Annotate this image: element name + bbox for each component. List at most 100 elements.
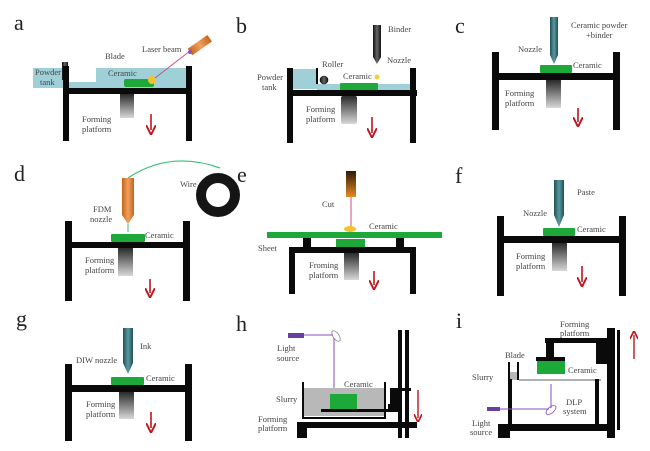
cut-spot-icon — [344, 226, 356, 232]
panel-f: f Paste Nozzle Ceramic Forming platform — [455, 163, 626, 296]
arm-bracket — [596, 338, 610, 364]
panel-label: e — [237, 162, 247, 187]
frame-left — [492, 52, 499, 130]
ceramic-part — [540, 65, 572, 73]
forming-platform-piston — [546, 80, 561, 108]
label-diw-nozzle: DIW nozzle — [76, 355, 117, 365]
label-fdm-nozzle: FDM — [93, 204, 112, 214]
frame-bar — [502, 236, 624, 243]
label-powder-tank-2: tank — [262, 82, 277, 92]
label-light-source-2: source — [277, 353, 299, 363]
panel-label: d — [14, 161, 25, 186]
base-foot-left — [498, 424, 510, 438]
label-wire: Wire — [180, 179, 197, 189]
binder-nozzle-icon — [373, 25, 381, 64]
label-nozzle: Nozzle — [387, 55, 411, 65]
laser-spot-icon — [148, 76, 156, 84]
label-ceramic: Ceramic — [568, 365, 597, 375]
label-forming-platform: Forming — [85, 255, 115, 265]
diw-nozzle-icon — [123, 328, 133, 374]
laser-icon — [187, 34, 212, 56]
laser-cutter-icon — [346, 171, 356, 197]
label-forming-platform-2: platform — [516, 261, 546, 271]
slurry-reservoir — [510, 372, 518, 380]
panel-label: c — [455, 13, 465, 38]
label-dlp-system: DLP — [566, 397, 582, 407]
label-light-source: Light — [277, 343, 296, 353]
ceramic-part — [111, 377, 144, 385]
frame-right — [613, 52, 620, 130]
label-ceramic-powder-binder: Ceramic powder — [571, 20, 628, 30]
build-platform-arm — [321, 409, 396, 412]
base-foot-left — [297, 422, 307, 438]
label-ceramic: Ceramic — [369, 221, 398, 231]
rail-left — [398, 330, 402, 438]
label-forming-platform-2: platform — [560, 328, 590, 338]
forming-platform-piston — [120, 94, 134, 118]
laser-beam — [154, 50, 191, 79]
sheet-support-right — [396, 238, 404, 248]
panel-label: h — [236, 311, 247, 336]
label-forming-platform-2: platform — [258, 423, 288, 433]
label-paste: Paste — [577, 187, 595, 197]
frame-right — [183, 221, 190, 301]
label-ink: Ink — [140, 341, 152, 351]
sheet-support-left — [303, 238, 311, 248]
panel-b: b Binder Nozzle Roller Powder tank Ceram… — [236, 13, 417, 143]
label-nozzle: Nozzle — [523, 208, 547, 218]
frame-left — [289, 247, 295, 294]
frame-right — [410, 68, 416, 143]
platform-arm — [545, 338, 607, 343]
vat-wall-right — [595, 379, 599, 429]
label-powder-tank: Powder — [257, 72, 283, 82]
ceramic-part — [537, 361, 565, 374]
dlp-mirror-icon — [545, 405, 557, 415]
panel-c: c Ceramic powder +binder Nozzle Ceramic … — [455, 13, 628, 130]
mirror-icon — [331, 330, 341, 342]
light-source-icon — [288, 333, 304, 338]
panel-d: d Wire FDM nozzle Ceramic Forming platfo… — [14, 160, 240, 301]
panel-a: a Blade Laser beam Powder tank Ceramic F… — [14, 10, 212, 141]
frame-left — [497, 216, 504, 296]
label-sheet: Sheet — [258, 243, 278, 253]
vat-wall-right — [384, 382, 386, 418]
frame-right — [186, 66, 192, 141]
vat-wall-left — [508, 379, 512, 429]
platform-stem — [546, 338, 554, 360]
rail-right — [405, 330, 409, 438]
label-forming-platform-2: platform — [85, 265, 115, 275]
label-binder: Binder — [388, 24, 411, 34]
ceramic-part — [543, 228, 575, 236]
label-ceramic: Ceramic — [577, 224, 606, 234]
nozzle-icon — [550, 17, 558, 64]
roller-icon — [319, 75, 329, 85]
rail-cross — [396, 388, 411, 391]
label-forming-platform: Forming — [258, 414, 288, 424]
frame-bar — [287, 90, 417, 96]
panel-e: e Cut Ceramic Sheet Froming platform — [237, 162, 442, 294]
panel-g: g Ink DIW nozzle Ceramic Forming platfor… — [16, 306, 192, 441]
wire-filament — [127, 160, 221, 179]
label-laser-beam: Laser beam — [142, 44, 182, 54]
binder-droplet — [374, 74, 380, 80]
label-slurry: Slurry — [276, 394, 298, 404]
ceramic-part — [340, 83, 378, 91]
label-forming-platform: Forming — [306, 104, 336, 114]
forming-platform-piston — [119, 392, 134, 419]
label-ceramic: Ceramic — [145, 230, 174, 240]
vat-wall-left — [302, 382, 304, 418]
ceramic-part — [330, 394, 357, 409]
label-powder-tank-2: tank — [40, 77, 55, 87]
forming-platform-plate — [536, 357, 565, 361]
label-slurry: Slurry — [472, 372, 494, 382]
light-source-icon — [487, 407, 500, 411]
nozzle-icon — [554, 180, 564, 227]
frame-bar — [70, 385, 187, 392]
label-cut: Cut — [322, 199, 335, 209]
tank-gap — [66, 66, 96, 82]
label-forming-platform-2: platform — [306, 114, 336, 124]
frame-right — [185, 364, 192, 441]
rail-column — [607, 328, 615, 438]
forming-platform-piston — [341, 96, 357, 124]
